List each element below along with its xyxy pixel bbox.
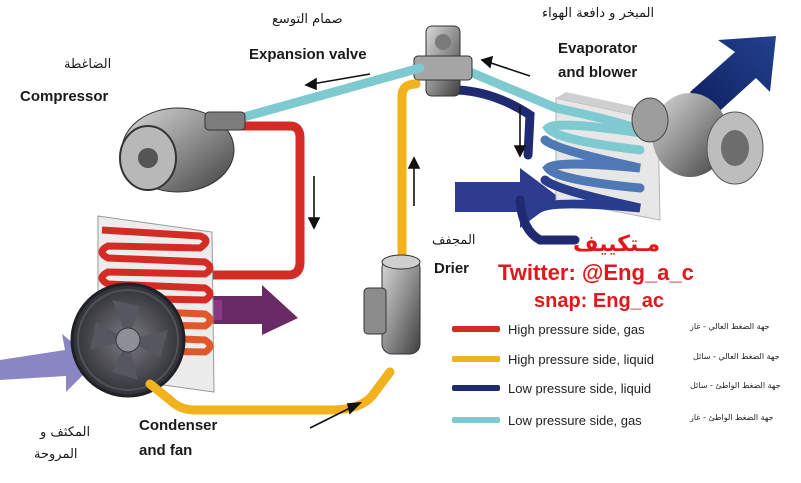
- blower: [631, 93, 764, 185]
- drier-arabic-label: المجفف: [432, 233, 476, 248]
- airflow-arrow-evap-input: [455, 168, 560, 228]
- legend-label: High pressure side, liquid: [508, 351, 654, 367]
- legend-swatch-high-gas: [452, 326, 500, 332]
- legend-item: High pressure side, gas: [452, 318, 645, 340]
- legend-item: High pressure side, liquid: [452, 348, 654, 370]
- line-high-liquid-riser: [397, 79, 421, 267]
- evaporator-arabic-label: المبخر و دافعة الهواء: [542, 6, 655, 21]
- condenser-fan: [70, 282, 186, 398]
- airflow-arrow-evaporator: [690, 36, 776, 118]
- legend-arabic-label: جهة الضغط العالي - غاز: [690, 322, 770, 331]
- legend-swatch-high-liquid: [452, 356, 500, 362]
- condenser-arabic-label-line-1: المكثف و: [40, 425, 91, 440]
- condenser-arabic-label-line-2: المروحة: [30, 446, 82, 463]
- line-high-liquid: [145, 367, 395, 415]
- legend-arabic-label: جهة الضغط العالي - سائل: [693, 352, 780, 361]
- airflow-arrow-condenser: [205, 285, 298, 335]
- brand-snap: snap: Eng_ac: [534, 290, 665, 312]
- legend-swatch-low-gas: [452, 417, 500, 423]
- expansion-valve-arabic-label: صمام التوسع: [272, 12, 343, 27]
- compressor-label: Compressor: [20, 88, 109, 105]
- condenser-label-line-2: and fan: [139, 442, 193, 459]
- compressor-arabic-label: الضاغطة: [64, 57, 112, 72]
- legend-label: High pressure side, gas: [508, 321, 645, 337]
- drier-label: Drier: [434, 260, 470, 277]
- legend-item: Low pressure side, gas: [452, 409, 642, 431]
- legend-swatch-low-liquid: [452, 385, 500, 391]
- compressor: [119, 107, 246, 193]
- evaporator-label-line-1: Evaporator: [558, 40, 638, 57]
- drier: [363, 254, 421, 355]
- condenser-label-line-1: Condenser: [139, 417, 218, 434]
- legend-label: Low pressure side, gas: [508, 412, 642, 428]
- brand-arabic: مـتكييف: [573, 232, 661, 257]
- flow-arrows: [304, 55, 531, 429]
- line-low-gas: [210, 63, 425, 130]
- legend-arabic-label: جهة الضغط الواطئ - غاز: [690, 413, 774, 422]
- evaporator-coils: [453, 67, 661, 245]
- expansion-valve-label: Expansion valve: [249, 46, 367, 63]
- evaporator-label-line-2: and blower: [558, 64, 638, 81]
- expansion-valve-block: [413, 25, 473, 97]
- legend-arabic-label: جهة الضغط الواطئ - سائل: [690, 381, 781, 390]
- line-high-gas: [125, 121, 305, 280]
- brand-twitter: Twitter: @Eng_a_c: [498, 260, 694, 285]
- legend-label: Low pressure side, liquid: [508, 380, 652, 396]
- legend-item: Low pressure side, liquid: [452, 377, 651, 399]
